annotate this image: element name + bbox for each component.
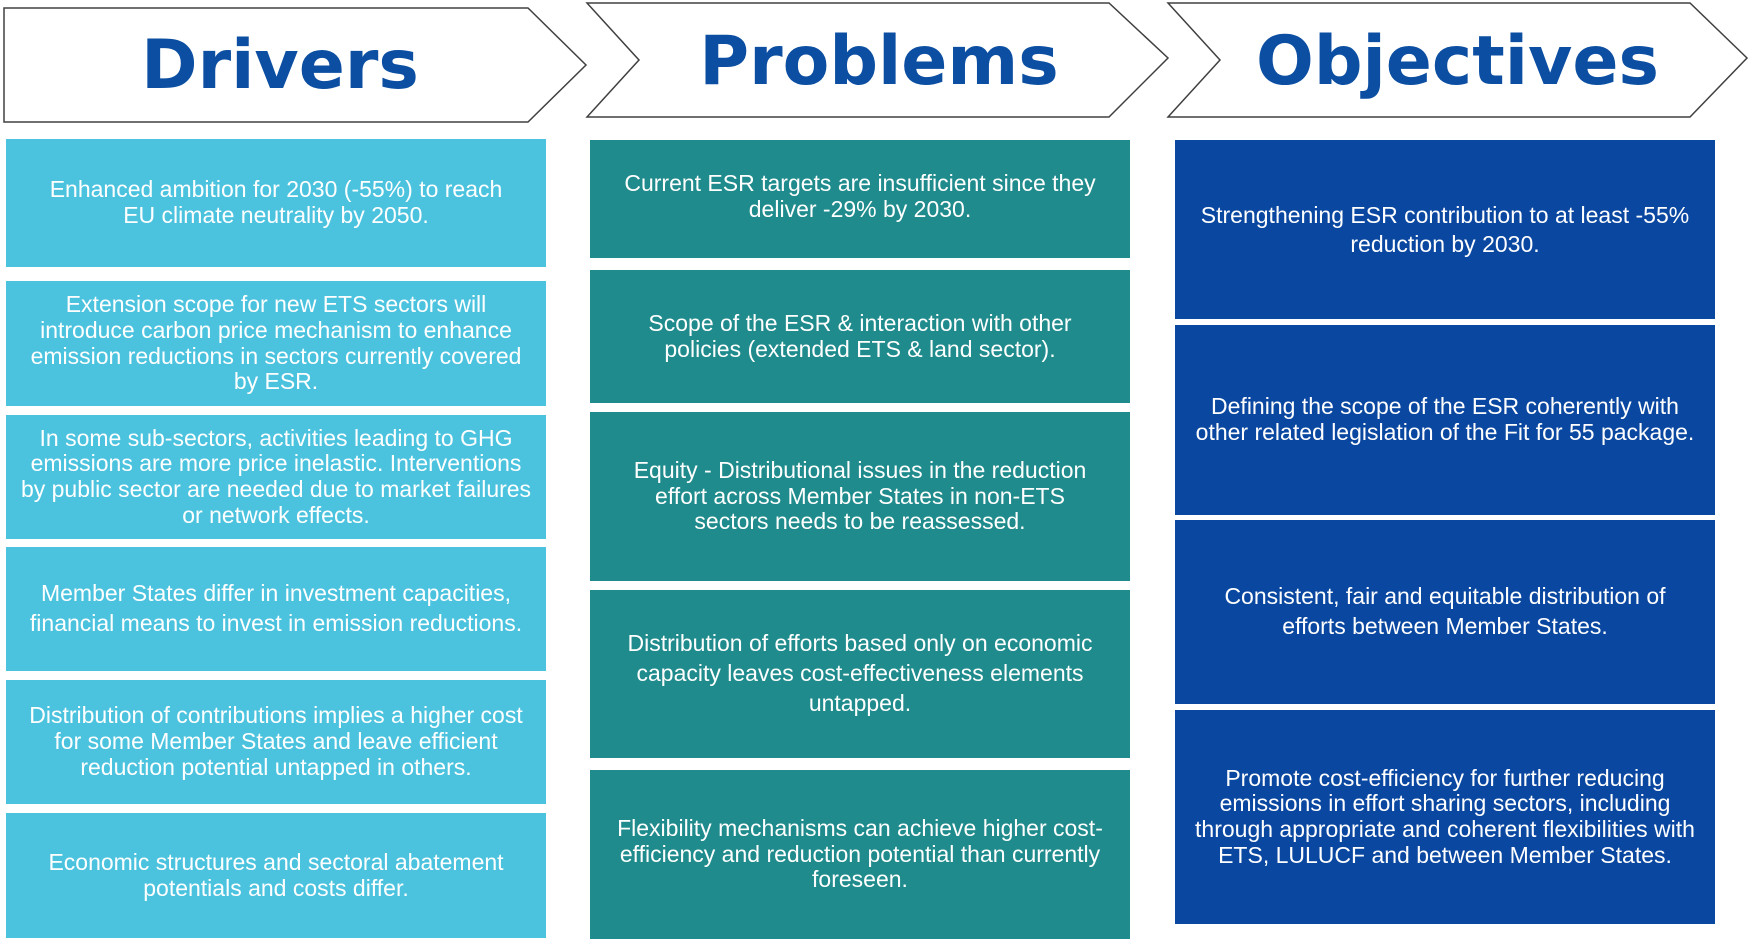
problem-box-5: Flexibility mechanisms can achieve highe…: [590, 770, 1130, 939]
driver-box-4: Member States differ in investment capac…: [6, 547, 546, 671]
problem-box-3: Equity - Distributional issues in the re…: [590, 412, 1130, 581]
driver-box-1: Enhanced ambition for 2030 (-55%) to rea…: [6, 139, 546, 267]
objective-box-1: Strengthening ESR contribution to at lea…: [1175, 140, 1715, 319]
objectives-header: Objectives: [1166, 0, 1749, 122]
problems-header: Problems: [584, 0, 1174, 122]
problem-box-4: Distribution of efforts based only on ec…: [590, 590, 1130, 758]
objectives-column: Objectives Strengthening ESR contributio…: [1166, 0, 1749, 945]
objective-box-3: Consistent, fair and equitable distribut…: [1175, 520, 1715, 704]
problems-title: Problems: [699, 21, 1059, 101]
driver-box-3: In some sub-sectors, activities leading …: [6, 415, 546, 539]
problem-box-1: Current ESR targets are insufficient sin…: [590, 140, 1130, 258]
drivers-header-arrow: [3, 7, 588, 123]
driver-box-6: Economic structures and sectoral abateme…: [6, 813, 546, 938]
drivers-title: Drivers: [141, 25, 419, 105]
driver-box-5: Distribution of contributions implies a …: [6, 680, 546, 804]
drivers-header: Drivers: [0, 0, 590, 126]
objective-box-2: Defining the scope of the ESR coherently…: [1175, 325, 1715, 515]
objectives-header-arrow: [1166, 2, 1749, 118]
problem-box-2: Scope of the ESR & interaction with othe…: [590, 270, 1130, 403]
driver-box-2: Extension scope for new ETS sectors will…: [6, 281, 546, 406]
problems-header-arrow: [585, 2, 1170, 118]
objective-box-4: Promote cost-efficiency for further redu…: [1175, 710, 1715, 924]
problems-column: Problems Current ESR targets are insuffi…: [584, 0, 1174, 945]
drivers-column: Drivers Enhanced ambition for 2030 (-55%…: [0, 0, 590, 945]
objectives-title: Objectives: [1256, 21, 1659, 101]
